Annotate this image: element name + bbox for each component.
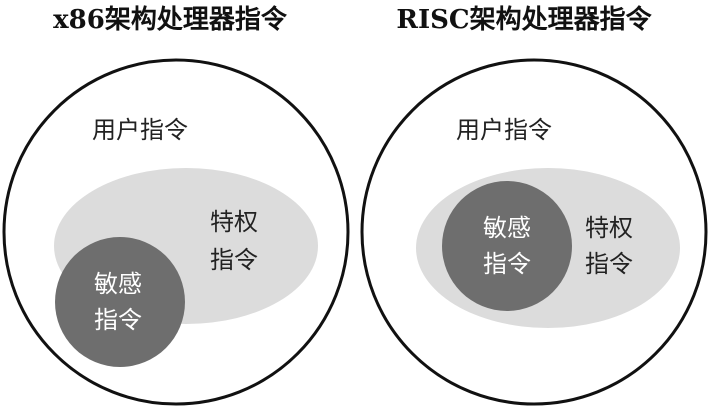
risc-title: RISC架构处理器指令 [396,4,652,35]
risc-privileged-label-line2: 指令 [585,250,633,278]
risc-privileged-label-line1: 特权 [585,214,633,242]
risc-user-instruction-label: 用户指令 [456,116,552,144]
risc-diagram: RISC架构处理器指令 用户指令 特权 指令 敏感 指令 [360,4,708,406]
x86-privileged-label-line1: 特权 [210,208,258,236]
risc-sensitive-instruction-circle [442,181,572,311]
risc-sensitive-label-line2: 指令 [483,250,531,278]
x86-sensitive-label-line2: 指令 [94,306,142,334]
x86-diagram: x86架构处理器指令 用户指令 特权 指令 敏感 指令 [2,4,350,406]
x86-title: x86架构处理器指令 [53,4,288,35]
x86-sensitive-instruction-circle [55,237,185,367]
risc-sensitive-label-line1: 敏感 [483,214,531,242]
x86-privileged-label-line2: 指令 [210,246,258,274]
x86-user-instruction-label: 用户指令 [92,116,188,144]
x86-sensitive-label-line1: 敏感 [94,270,142,298]
